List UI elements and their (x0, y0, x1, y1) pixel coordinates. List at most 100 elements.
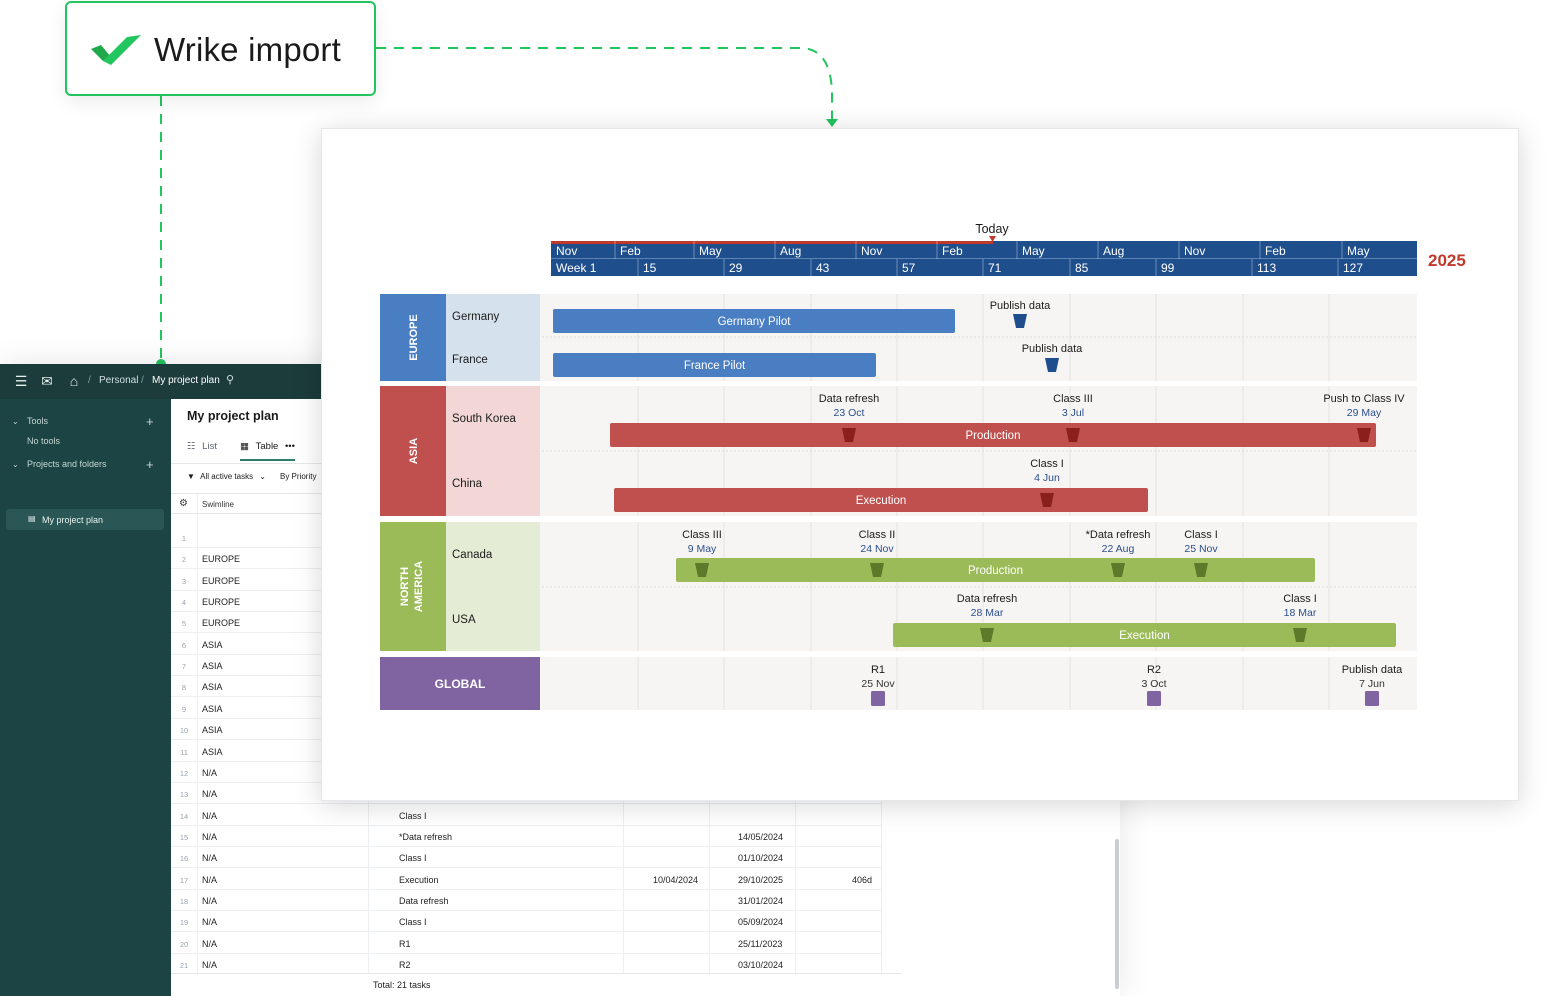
sidebar-item-my-project-plan[interactable]: ▤ My project plan (6, 509, 164, 530)
month-label: Feb (942, 244, 963, 258)
add-project-icon[interactable]: + (146, 456, 154, 472)
swimlane-label: ASIA (408, 438, 420, 464)
today-marker (989, 236, 996, 242)
tab-list[interactable]: ☷ List (187, 441, 217, 452)
swimlane-label: AMERICA (413, 561, 425, 612)
subswimlane-label: China (452, 478, 483, 490)
sidebar-tools[interactable]: ⌄ Tools + (0, 411, 171, 431)
swimlane-header-europe (380, 294, 446, 381)
milestone-marker (695, 563, 709, 577)
task-bar-label: Production (966, 430, 1021, 442)
cell-due-date: 14/05/2024 (738, 831, 784, 842)
milestone-label: Publish data (1342, 664, 1403, 676)
row-number: 4 (181, 598, 187, 608)
swimlane-header-na (380, 522, 446, 651)
milestone-date: 25 Nov (861, 678, 895, 690)
milestone-marker (1045, 358, 1059, 372)
row-number: 11 (180, 747, 188, 757)
cell-task-name: R1 (399, 938, 411, 949)
milestone-marker (1194, 563, 1208, 577)
milestone-marker (980, 628, 994, 642)
milestone-marker (1066, 428, 1080, 442)
row-number: 13 (179, 790, 189, 800)
month-label: Aug (1103, 244, 1124, 258)
subswimlane-label: Germany (452, 311, 500, 323)
chevron-down-icon: ⌄ (12, 416, 19, 426)
row-number: 21 (179, 961, 189, 970)
swimlane-header-global (380, 657, 540, 710)
page-title: My project plan (187, 409, 279, 423)
task-bar-label: France Pilot (684, 360, 746, 372)
row-number: 8 (181, 683, 187, 693)
chevron-down-icon: ⌄ (12, 459, 19, 469)
breadcrumb-separator: / (141, 375, 144, 386)
sidebar-tools-label: Tools (27, 416, 49, 426)
settings-icon[interactable]: ⚙ (179, 498, 188, 509)
pin-icon[interactable]: ⚲ (226, 374, 235, 386)
milestone-date: 4 Jun (1034, 472, 1060, 484)
vertical-scrollbar[interactable] (1115, 839, 1119, 989)
sidebar-projects[interactable]: ⌄ Projects and folders + (0, 454, 171, 474)
milestone-date: 24 Nov (860, 543, 894, 555)
cell-swimline: ASIA (202, 661, 223, 672)
sidebar: ⌄ Tools + No tools ⌄ Projects and folder… (0, 399, 171, 996)
milestone-date: 18 Mar (1284, 607, 1317, 619)
cell-due-date: 03/10/2024 (738, 960, 784, 970)
table-row[interactable]: 14 N/A Class I (171, 805, 881, 826)
row-number: 5 (181, 619, 187, 629)
swimlane-header-asia (380, 386, 446, 516)
row-number: 20 (179, 939, 189, 949)
week-label: 71 (988, 261, 1002, 275)
tab-list-label: List (202, 441, 217, 452)
milestone-label: Class I (1030, 458, 1064, 470)
tab-table[interactable]: ▦ Table ••• (240, 441, 295, 461)
sidebar-item-label: My project plan (42, 515, 104, 525)
cell-swimline: EUROPE (202, 554, 241, 565)
breadcrumb-root[interactable]: Personal (99, 375, 139, 386)
milestone-label: Class III (1053, 393, 1093, 405)
milestone-label: Push to Class IV (1323, 393, 1405, 405)
home-icon[interactable]: ⌂ (69, 373, 79, 389)
filter-group[interactable]: By Priority (280, 472, 317, 481)
row-number: 12 (179, 768, 189, 778)
subswimlane-label: Canada (452, 549, 493, 561)
document-icon: ▤ (28, 514, 36, 523)
column-swimline[interactable]: Swimline (202, 500, 235, 509)
swimlane-label: EUROPE (408, 314, 420, 360)
cell-swimline: ASIA (202, 703, 223, 714)
menu-icon[interactable]: ☰ (14, 373, 28, 389)
cell-swimline: N/A (202, 938, 218, 949)
subswimlane-label: France (452, 354, 488, 366)
task-bar-label: Execution (856, 495, 907, 507)
row-number: 14 (179, 811, 189, 821)
breadcrumb-separator: / (88, 375, 91, 386)
breadcrumb-current[interactable]: My project plan (152, 375, 220, 386)
milestone-marker (1013, 314, 1027, 328)
connector-to-gantt (376, 47, 833, 120)
table-footer: Total: 21 tasks (171, 973, 901, 996)
subswimlane-label: USA (452, 614, 476, 626)
cell-task-name: Class I (399, 810, 427, 821)
milestone-date: 7 Jun (1359, 678, 1385, 690)
filter-active[interactable]: ▼ All active tasks ⌄ (187, 472, 266, 481)
milestone-label: Class I (1283, 593, 1317, 605)
inbox-icon[interactable]: ✉ (41, 373, 53, 389)
milestone-date: 22 Aug (1102, 543, 1135, 555)
month-label: May (1347, 244, 1370, 258)
milestone-label: Data refresh (957, 593, 1018, 605)
more-icon[interactable]: ••• (284, 441, 295, 452)
cell-swimline: N/A (202, 810, 218, 821)
cell-swimline: N/A (202, 917, 218, 928)
elapsed-bar (551, 241, 993, 244)
add-tool-icon[interactable]: + (146, 413, 154, 429)
cell-swimline: N/A (202, 831, 218, 842)
